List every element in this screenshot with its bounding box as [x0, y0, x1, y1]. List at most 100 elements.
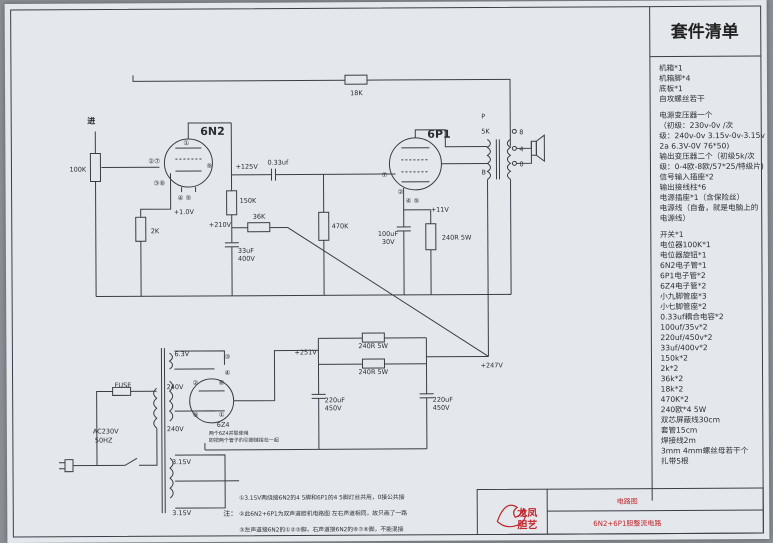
kit-list-item: 6Z4电子管*2 [660, 280, 706, 290]
label-247v: +247V [480, 361, 503, 369]
label-pin4: ④ [225, 369, 231, 377]
brand-name-1: 龙凤 [516, 506, 537, 519]
label-210v: +210V [209, 221, 232, 229]
sheet-subtitle: 6N2+6P1胆整流电路 [593, 519, 661, 528]
label-pin3: ③ [224, 353, 230, 361]
label-input: 进 [87, 116, 95, 126]
label-3-15v-a: 3.15V [172, 458, 192, 466]
kit-list-item: 电源变压器一个 [659, 109, 713, 119]
brand-logo-icon [496, 504, 526, 528]
label-out-8: 8 [519, 128, 523, 136]
kit-list-item: 电源线（自备，就是电脑上的 [660, 202, 759, 213]
label-6z4-note1: 两个6Z4并联使用 [209, 430, 249, 437]
kit-list-item: 6N2电子管*1 [660, 260, 707, 270]
ground-bus [96, 293, 512, 298]
kit-list-item: 3mm 4mm螺丝母若干个 [661, 445, 749, 455]
label-6p1-pin2: ② [398, 188, 404, 196]
notes-heading: 注： [223, 509, 237, 518]
kit-list-item: 输出变压器二个（初级5k/次 [659, 150, 755, 161]
label-220uf-b: 220uF [433, 396, 454, 404]
kit-list-item: 级：0-4欧-8欧/57*25/特级片) [659, 161, 763, 172]
kit-list-item: 机箱脚*4 [659, 73, 691, 83]
kit-list-item: 2a 6.3V-0V 76*50) [659, 141, 729, 150]
label-6z4-pin2: ② [193, 379, 199, 387]
kit-list-item: 输出接线柱*6 [660, 182, 707, 192]
label-240r-cathode: 240R 5W [442, 234, 472, 242]
power-transformer [160, 348, 163, 514]
resistor-240r-ps2 [361, 358, 386, 369]
power-switch [124, 457, 138, 466]
kit-list-item: 小九脚管座*3 [660, 291, 707, 301]
label-1v: +1.0V [174, 208, 195, 216]
label-100k: 100K [69, 166, 86, 174]
kit-list-item: 电位器旋钮*1 [660, 249, 707, 259]
resistor-240r-ps1 [361, 332, 385, 343]
label-33uf: 33uF [238, 247, 254, 255]
kit-list-item: 底板*1 [659, 83, 683, 93]
label-6n2-pins27: ②⑦ [148, 157, 160, 165]
kit-list-item: 36k*2 [661, 374, 684, 383]
resistor-2k [135, 216, 147, 242]
resistor-18k [344, 74, 368, 85]
kit-list-item: 电位器100K*1 [660, 239, 711, 249]
amplifier-stage: 18K 进 100K 6N2 ②⑦ ① ③⑧ ⑨ ④ ⑤ +1.0V 2K +1… [69, 74, 545, 357]
note-3: ③左声道接6N2的①②③脚，右声道接6N2的⑥⑦⑧脚，不能混接 [239, 525, 403, 534]
label-6z4-pin1: ① [219, 411, 225, 419]
resistor-150k [226, 190, 238, 216]
notes: 注： ①3.15V两绕接6N2的4 5脚和6P1的4 5脚灯丝共用，0接公共接 … [223, 493, 407, 534]
kit-list-item: 双芯屏蔽线30cm [661, 414, 720, 424]
resistor-470k [318, 211, 330, 241]
label-033uf: 0.33uf [267, 159, 289, 167]
label-240r-ps2: 240R 5W [359, 368, 389, 376]
output-transformer [486, 139, 491, 180]
label-11v: +11V [431, 206, 450, 214]
fuse [112, 386, 132, 396]
kit-list-item: 2k*2 [660, 364, 678, 373]
label-6n2-pins38: ③⑧ [154, 179, 166, 187]
mains-plug-icon [64, 459, 74, 473]
label-240v-b: 240V [167, 425, 184, 433]
label-out-4: 4 [519, 145, 523, 153]
kit-list-item: 电源线） [660, 213, 690, 223]
kit-list-item: 0.33uf耦合电容*2 [660, 311, 724, 321]
resistor-36k [247, 222, 271, 233]
kit-list-item: 小七脚管座*2 [660, 301, 707, 311]
sheet-border [10, 5, 764, 538]
supply-feed-wire [287, 227, 489, 357]
note-1: ①3.15V两绕接6N2的4 5脚和6P1的4 5脚灯丝共用，0接公共接 [239, 493, 405, 502]
circuit-diagram: 套件清单 机箱*1机箱脚*4底板*1自攻螺丝若干电源变压器一个（初级：230v-… [10, 5, 766, 538]
title-block: 龙凤 胆艺 电路图 6N2+6P1胆整流电路 [476, 487, 764, 536]
label-251v: +251V [294, 348, 317, 356]
kit-list-item: 扎带5根 [661, 456, 689, 466]
label-470k: 470K [332, 222, 349, 230]
kit-list-item: 100uf/35v*2 [660, 323, 708, 332]
kit-list-item: 级：240v-0v 3.15v-0v-3.15v [659, 130, 765, 141]
kit-list-item: 33uf/400v*2 [660, 343, 708, 352]
label-6z4-pin8: ⑧ [193, 411, 199, 419]
label-6-3v: 6.3V [174, 350, 189, 358]
label-36k: 36K [253, 213, 266, 221]
label-fuse: FUSE [115, 381, 132, 389]
kit-list-title: 套件清单 [670, 21, 739, 42]
label-240v-a: 240V [167, 383, 184, 391]
note-2: ②此6N2+6P1为双声道胆机电路图 左右声道相同，故只画了一路 [239, 509, 407, 518]
power-supply: 6.3V ③ ④ 240V 240V ② ⑥ ⑧ ① 6Z4 两个6Z4并联使用… [58, 332, 503, 517]
resistor-240r-cathode [425, 223, 437, 251]
label-6n2-pin1: ① [183, 139, 189, 147]
brand-name-2: 胆艺 [517, 518, 537, 531]
kit-list-item: 套管15cm [661, 425, 697, 435]
kit-list-item: 机箱*1 [659, 62, 683, 72]
label-3-15v-b: 3.15V [172, 509, 192, 517]
label-trans-p: P [481, 112, 485, 120]
kit-list-item: 220uf/450v*2 [660, 333, 712, 342]
kit-list-item: 开关*1 [660, 229, 684, 239]
kit-list-item: 自攻螺丝若干 [659, 93, 705, 103]
ps-ground-bus [204, 448, 427, 451]
label-ac230v: AC230V [93, 427, 119, 435]
label-18k: 18K [350, 89, 363, 97]
sheet-title: 电路图 [617, 497, 638, 506]
kit-list-item: 6P1电子管*2 [660, 270, 706, 280]
label-220uf-a: 220uF [325, 396, 346, 404]
speaker-icon [530, 140, 537, 156]
